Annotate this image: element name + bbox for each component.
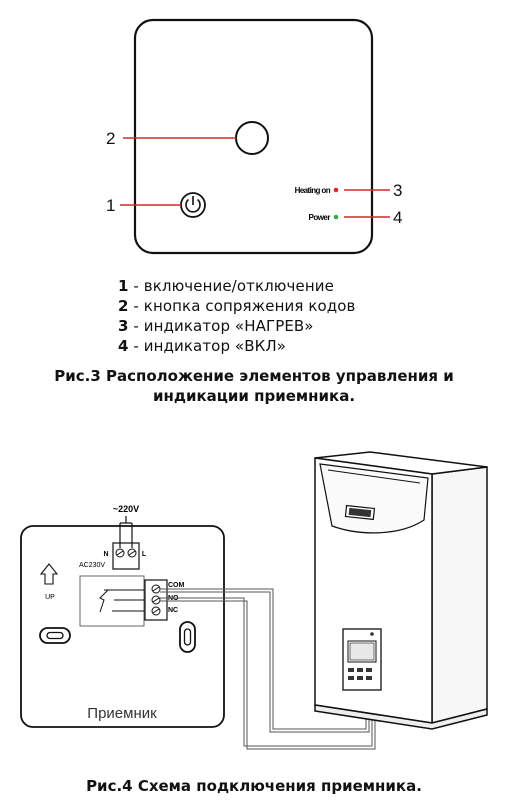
relay-block — [79, 575, 145, 627]
legend-item: 4 - индикатор «ВКЛ» — [118, 337, 287, 355]
mounting-hole-left-icon — [39, 627, 71, 644]
power-led — [333, 214, 339, 220]
legend: 1 - включение/отключение 2 - кнопка сопр… — [118, 276, 355, 356]
callout-2: 2 — [106, 129, 115, 148]
receiver-label: Приемник — [87, 705, 157, 722]
up-label: UP — [45, 594, 55, 601]
legend-item: 2 - кнопка сопряжения кодов — [118, 297, 356, 315]
receiver-front-diagram: Heating on Power 2 1 3 4 — [106, 18, 402, 255]
terminal-n-label: N — [103, 551, 108, 558]
boiler-unit — [314, 451, 488, 730]
com-label: COM — [168, 582, 185, 589]
mounting-hole-right-icon — [179, 621, 196, 653]
ac230v-label: AC230V — [79, 562, 105, 569]
pairing-button — [235, 121, 269, 155]
voltage-label: ~220V — [113, 504, 139, 514]
terminal-l-label: L — [142, 551, 147, 558]
wiring-diagram: ~220V N L AC230V UP COM NO NC Приемник — [20, 451, 488, 750]
heating-led — [333, 187, 339, 193]
power-icon — [180, 192, 206, 218]
callout-3: 3 — [393, 181, 402, 200]
figure3-caption-line1: Рис.3 Расположение элементов управления … — [54, 367, 454, 385]
figure4-caption: Рис.4 Схема подключения приемника. — [86, 777, 422, 795]
wire-no — [160, 597, 373, 747]
callout-4: 4 — [393, 208, 402, 227]
wire-com — [160, 588, 367, 730]
callout-1: 1 — [106, 196, 115, 215]
figure3-caption-line2: индикации приемника. — [152, 387, 356, 405]
up-arrow-icon — [39, 563, 59, 585]
heating-label: Heating on — [295, 186, 331, 195]
legend-item: 1 - включение/отключение — [118, 277, 334, 295]
nc-label: NC — [168, 607, 178, 614]
power-label: Power — [308, 213, 330, 222]
legend-item: 3 - индикатор «НАГРЕВ» — [118, 317, 314, 335]
